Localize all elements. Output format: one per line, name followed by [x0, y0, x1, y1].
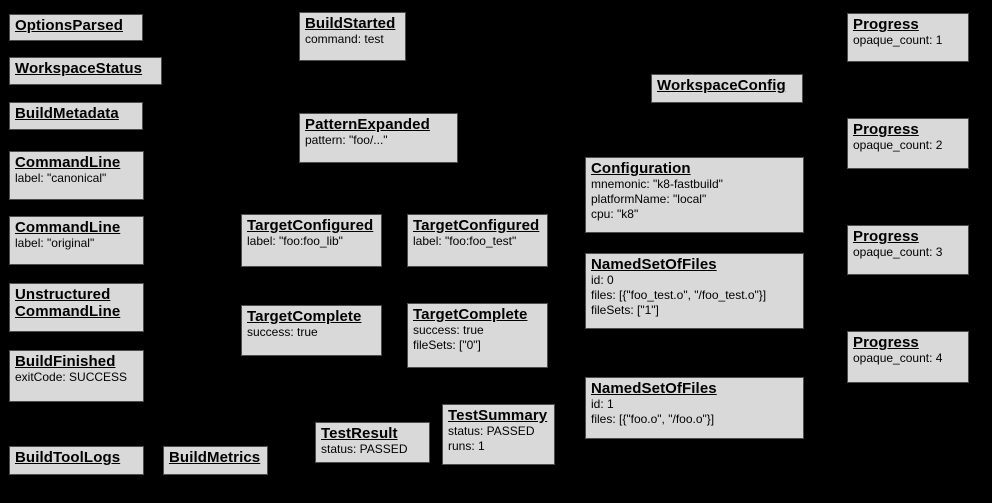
node-attribute: status: PASSED: [448, 424, 535, 438]
node-attribute: exitCode: SUCCESS: [15, 370, 128, 384]
node-title: BuildToolLogs: [15, 449, 121, 466]
node-title: BuildMetadata: [15, 105, 119, 122]
node-title: Configuration: [591, 160, 691, 177]
node-title: BuildStarted: [305, 15, 396, 32]
node-title: TestResult: [321, 425, 398, 442]
node-attribute: id: 1: [591, 397, 614, 411]
node-attribute: opaque_count: 1: [853, 33, 943, 47]
node-attribute: fileSets: ["1"]: [591, 303, 659, 317]
node-attribute: mnemonic: "k8-fastbuild": [591, 177, 723, 191]
node-title: WorkspaceConfig: [657, 77, 786, 94]
node-title: NamedSetOfFiles: [591, 380, 717, 397]
node-title: Progress: [853, 16, 919, 33]
node-title: TargetComplete: [247, 308, 362, 325]
node-title: TargetConfigured: [247, 217, 374, 234]
node-attribute: success: true: [247, 325, 318, 339]
node-attribute: label: "foo:foo_test": [413, 234, 517, 248]
node-attribute: opaque_count: 4: [853, 351, 943, 365]
node-attribute: success: true: [413, 323, 484, 337]
node-attribute: cpu: "k8": [591, 207, 639, 221]
node-workspace-config: WorkspaceConfig: [651, 74, 803, 103]
node-attribute: id: 0: [591, 273, 614, 287]
node-title: BuildMetrics: [169, 449, 261, 466]
node-attribute: platformName: "local": [591, 192, 707, 206]
node-attribute: runs: 1: [448, 439, 485, 453]
node-title: CommandLine: [15, 154, 121, 171]
node-title: CommandLine: [15, 219, 121, 236]
node-attribute: files: [{"foo.o", "/foo.o"}]: [591, 412, 715, 426]
node-workspace-status: WorkspaceStatus: [9, 57, 162, 85]
node-build-tool-logs: BuildToolLogs: [9, 446, 144, 475]
node-attribute: label: "canonical": [15, 171, 107, 185]
node-title: Progress: [853, 228, 919, 245]
node-title: TargetComplete: [413, 306, 528, 323]
node-attribute: label: "foo:foo_lib": [247, 234, 343, 248]
node-title: WorkspaceStatus: [15, 60, 143, 77]
node-unstructured-command-line: Unstructured CommandLine: [9, 283, 144, 332]
node-attribute: command: test: [305, 32, 384, 46]
node-attribute: files: [{"foo_test.o", "/foo_test.o"}]: [591, 288, 767, 302]
node-title: BuildFinished: [15, 353, 116, 370]
node-attribute: fileSets: ["0"]: [413, 338, 481, 352]
node-title: OptionsParsed: [15, 17, 123, 34]
node-title: TestSummary: [448, 407, 548, 424]
node-title: Progress: [853, 334, 919, 351]
node-title: Unstructured CommandLine: [15, 286, 121, 320]
node-attribute: opaque_count: 3: [853, 245, 943, 259]
node-build-metrics: BuildMetrics: [163, 446, 268, 475]
node-title: NamedSetOfFiles: [591, 256, 717, 273]
node-title: Progress: [853, 121, 919, 138]
node-attribute: opaque_count: 2: [853, 138, 943, 152]
node-title: PatternExpanded: [305, 116, 430, 133]
node-attribute: pattern: "foo/...": [305, 133, 388, 147]
node-options-parsed: OptionsParsed: [9, 14, 143, 41]
node-title: TargetConfigured: [413, 217, 540, 234]
node-attribute: label: "original": [15, 236, 95, 250]
node-build-metadata: BuildMetadata: [9, 102, 143, 130]
node-attribute: status: PASSED: [321, 442, 408, 456]
